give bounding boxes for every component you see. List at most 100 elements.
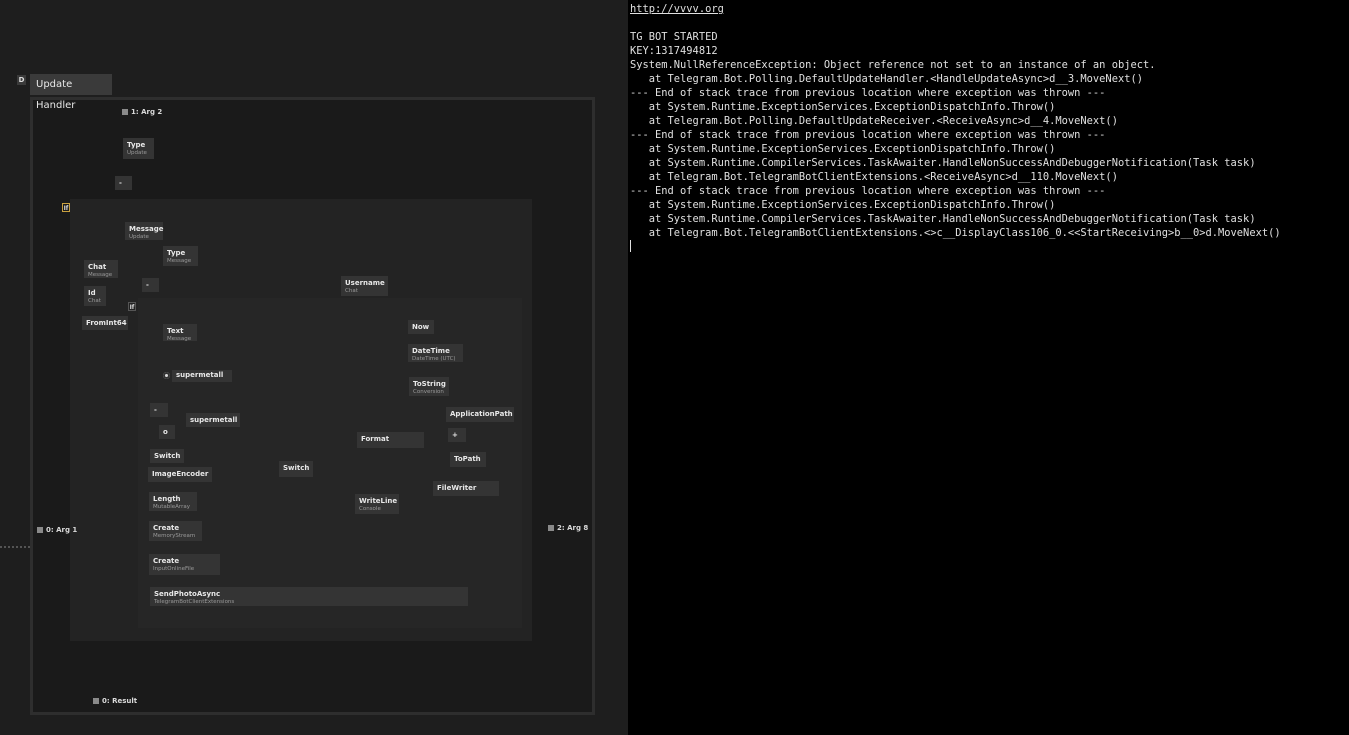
node-title: ToPath xyxy=(454,455,481,463)
console-line: System.NullReferenceException: Object re… xyxy=(630,59,1156,71)
node-plus[interactable]: + xyxy=(448,428,466,442)
node-o[interactable]: o xyxy=(159,425,175,439)
pin-arg1[interactable]: 0: Arg 1 xyxy=(37,526,77,534)
node-title: WriteLine xyxy=(359,497,398,505)
console-line: at Telegram.Bot.TelegramBotClientExtensi… xyxy=(630,227,1281,239)
node-title: Text xyxy=(167,327,184,335)
pin-arg8-label: 2: Arg 8 xyxy=(557,524,589,532)
console-line: at Telegram.Bot.TelegramBotClientExtensi… xyxy=(630,171,1118,183)
node-subtitle: Conversion xyxy=(413,389,444,395)
patch-editor[interactable]: D Update Handler 1: Arg 2 0: Arg 1 2: Ar… xyxy=(0,0,628,735)
if-label-inner[interactable]: If xyxy=(128,302,136,311)
node-fromint64[interactable]: FromInt64 xyxy=(82,316,128,330)
pin-arg2-label: 1: Arg 2 xyxy=(131,108,163,116)
node-topath[interactable]: ToPath xyxy=(450,452,486,467)
pin-result[interactable]: 0: Result xyxy=(93,697,137,705)
node-subtitle: Message xyxy=(167,258,192,264)
console-line: --- End of stack trace from previous loc… xyxy=(630,185,1106,197)
console-line: at Telegram.Bot.Polling.DefaultUpdateRec… xyxy=(630,115,1118,127)
console-line: at System.Runtime.ExceptionServices.Exce… xyxy=(630,101,1056,113)
node-subtitle: Console xyxy=(359,506,381,512)
node-switch-2[interactable]: Switch xyxy=(279,461,313,477)
node-title: Create xyxy=(153,524,180,532)
node-title: Create xyxy=(153,557,180,565)
node-title: supermetall xyxy=(190,416,238,424)
node-title: ApplicationPath xyxy=(450,410,513,418)
node-now[interactable]: Now xyxy=(408,320,434,334)
node-subtitle: Chat xyxy=(88,298,101,304)
node-subtitle: Message xyxy=(88,272,113,278)
node-imageencoder[interactable]: ImageEncoder xyxy=(148,467,212,482)
node-title: Username xyxy=(345,279,385,287)
console-line: --- End of stack trace from previous loc… xyxy=(630,87,1106,99)
console-line: --- End of stack trace from previous loc… xyxy=(630,129,1106,141)
console-line: at Telegram.Bot.Polling.DefaultUpdateHan… xyxy=(630,73,1143,85)
node-title: Id xyxy=(88,289,96,297)
node-title: Type xyxy=(167,249,186,257)
node-format[interactable]: Format xyxy=(357,432,424,448)
node-subtitle: MemoryStream xyxy=(153,533,196,539)
console-line: at System.Runtime.CompilerServices.TaskA… xyxy=(630,213,1256,225)
node-title: Now xyxy=(412,323,430,331)
node-applicationpath[interactable]: ApplicationPath xyxy=(446,407,514,422)
node-title: ToString xyxy=(413,380,446,388)
console-line: at System.Runtime.CompilerServices.TaskA… xyxy=(630,157,1256,169)
node-title: Type xyxy=(127,141,146,149)
toggle-icon[interactable] xyxy=(163,372,170,379)
pin-result-label: 0: Result xyxy=(102,697,138,705)
node-subtitle: Message xyxy=(167,336,192,342)
node-subtitle: InputOnlineFile xyxy=(153,566,195,572)
node-subtitle: Update xyxy=(129,234,149,240)
node-title: - xyxy=(146,281,149,289)
pin-arg1-label: 0: Arg 1 xyxy=(46,526,78,534)
node-subtitle: Update xyxy=(127,150,147,156)
console-line: at System.Runtime.ExceptionServices.Exce… xyxy=(630,143,1056,155)
node-title: Format xyxy=(361,435,390,443)
node-title: Length xyxy=(153,495,181,503)
console-cursor xyxy=(630,240,631,252)
node-title: FromInt64 xyxy=(86,319,127,327)
node-minus-2[interactable]: - xyxy=(142,278,159,292)
node-switch-1[interactable]: Switch xyxy=(150,449,184,463)
node-title: Switch xyxy=(154,452,181,460)
if-label-outer[interactable]: If xyxy=(62,203,70,212)
console-line: TG BOT STARTED xyxy=(630,31,718,43)
pin-arg2[interactable]: 1: Arg 2 xyxy=(122,108,162,116)
node-supermetall-1[interactable]: supermetall xyxy=(172,370,232,382)
pin-arg8[interactable]: 2: Arg 8 xyxy=(548,524,588,532)
node-subtitle: Chat xyxy=(345,288,358,294)
node-filewriter[interactable]: FileWriter xyxy=(433,481,499,496)
node-title: Chat xyxy=(88,263,107,271)
node-subtitle: TelegramBotClientExtensions xyxy=(154,599,235,605)
region-title[interactable]: Update Handler xyxy=(30,74,112,111)
region-border xyxy=(30,97,595,715)
node-title: ImageEncoder xyxy=(152,470,209,478)
node-minus-3[interactable]: - xyxy=(150,403,168,417)
node-minus-1[interactable]: - xyxy=(115,176,132,190)
node-supermetall-2[interactable]: supermetall xyxy=(186,413,240,427)
node-title: - xyxy=(119,179,122,187)
node-title: supermetall xyxy=(176,371,224,379)
console-line xyxy=(630,16,1281,30)
console-url-link[interactable]: http://vvvv.org xyxy=(630,3,724,15)
node-title: SendPhotoAsync xyxy=(154,590,221,598)
node-subtitle: MutableArray xyxy=(153,504,190,510)
node-subtitle: DateTime (UTC) xyxy=(412,356,456,362)
